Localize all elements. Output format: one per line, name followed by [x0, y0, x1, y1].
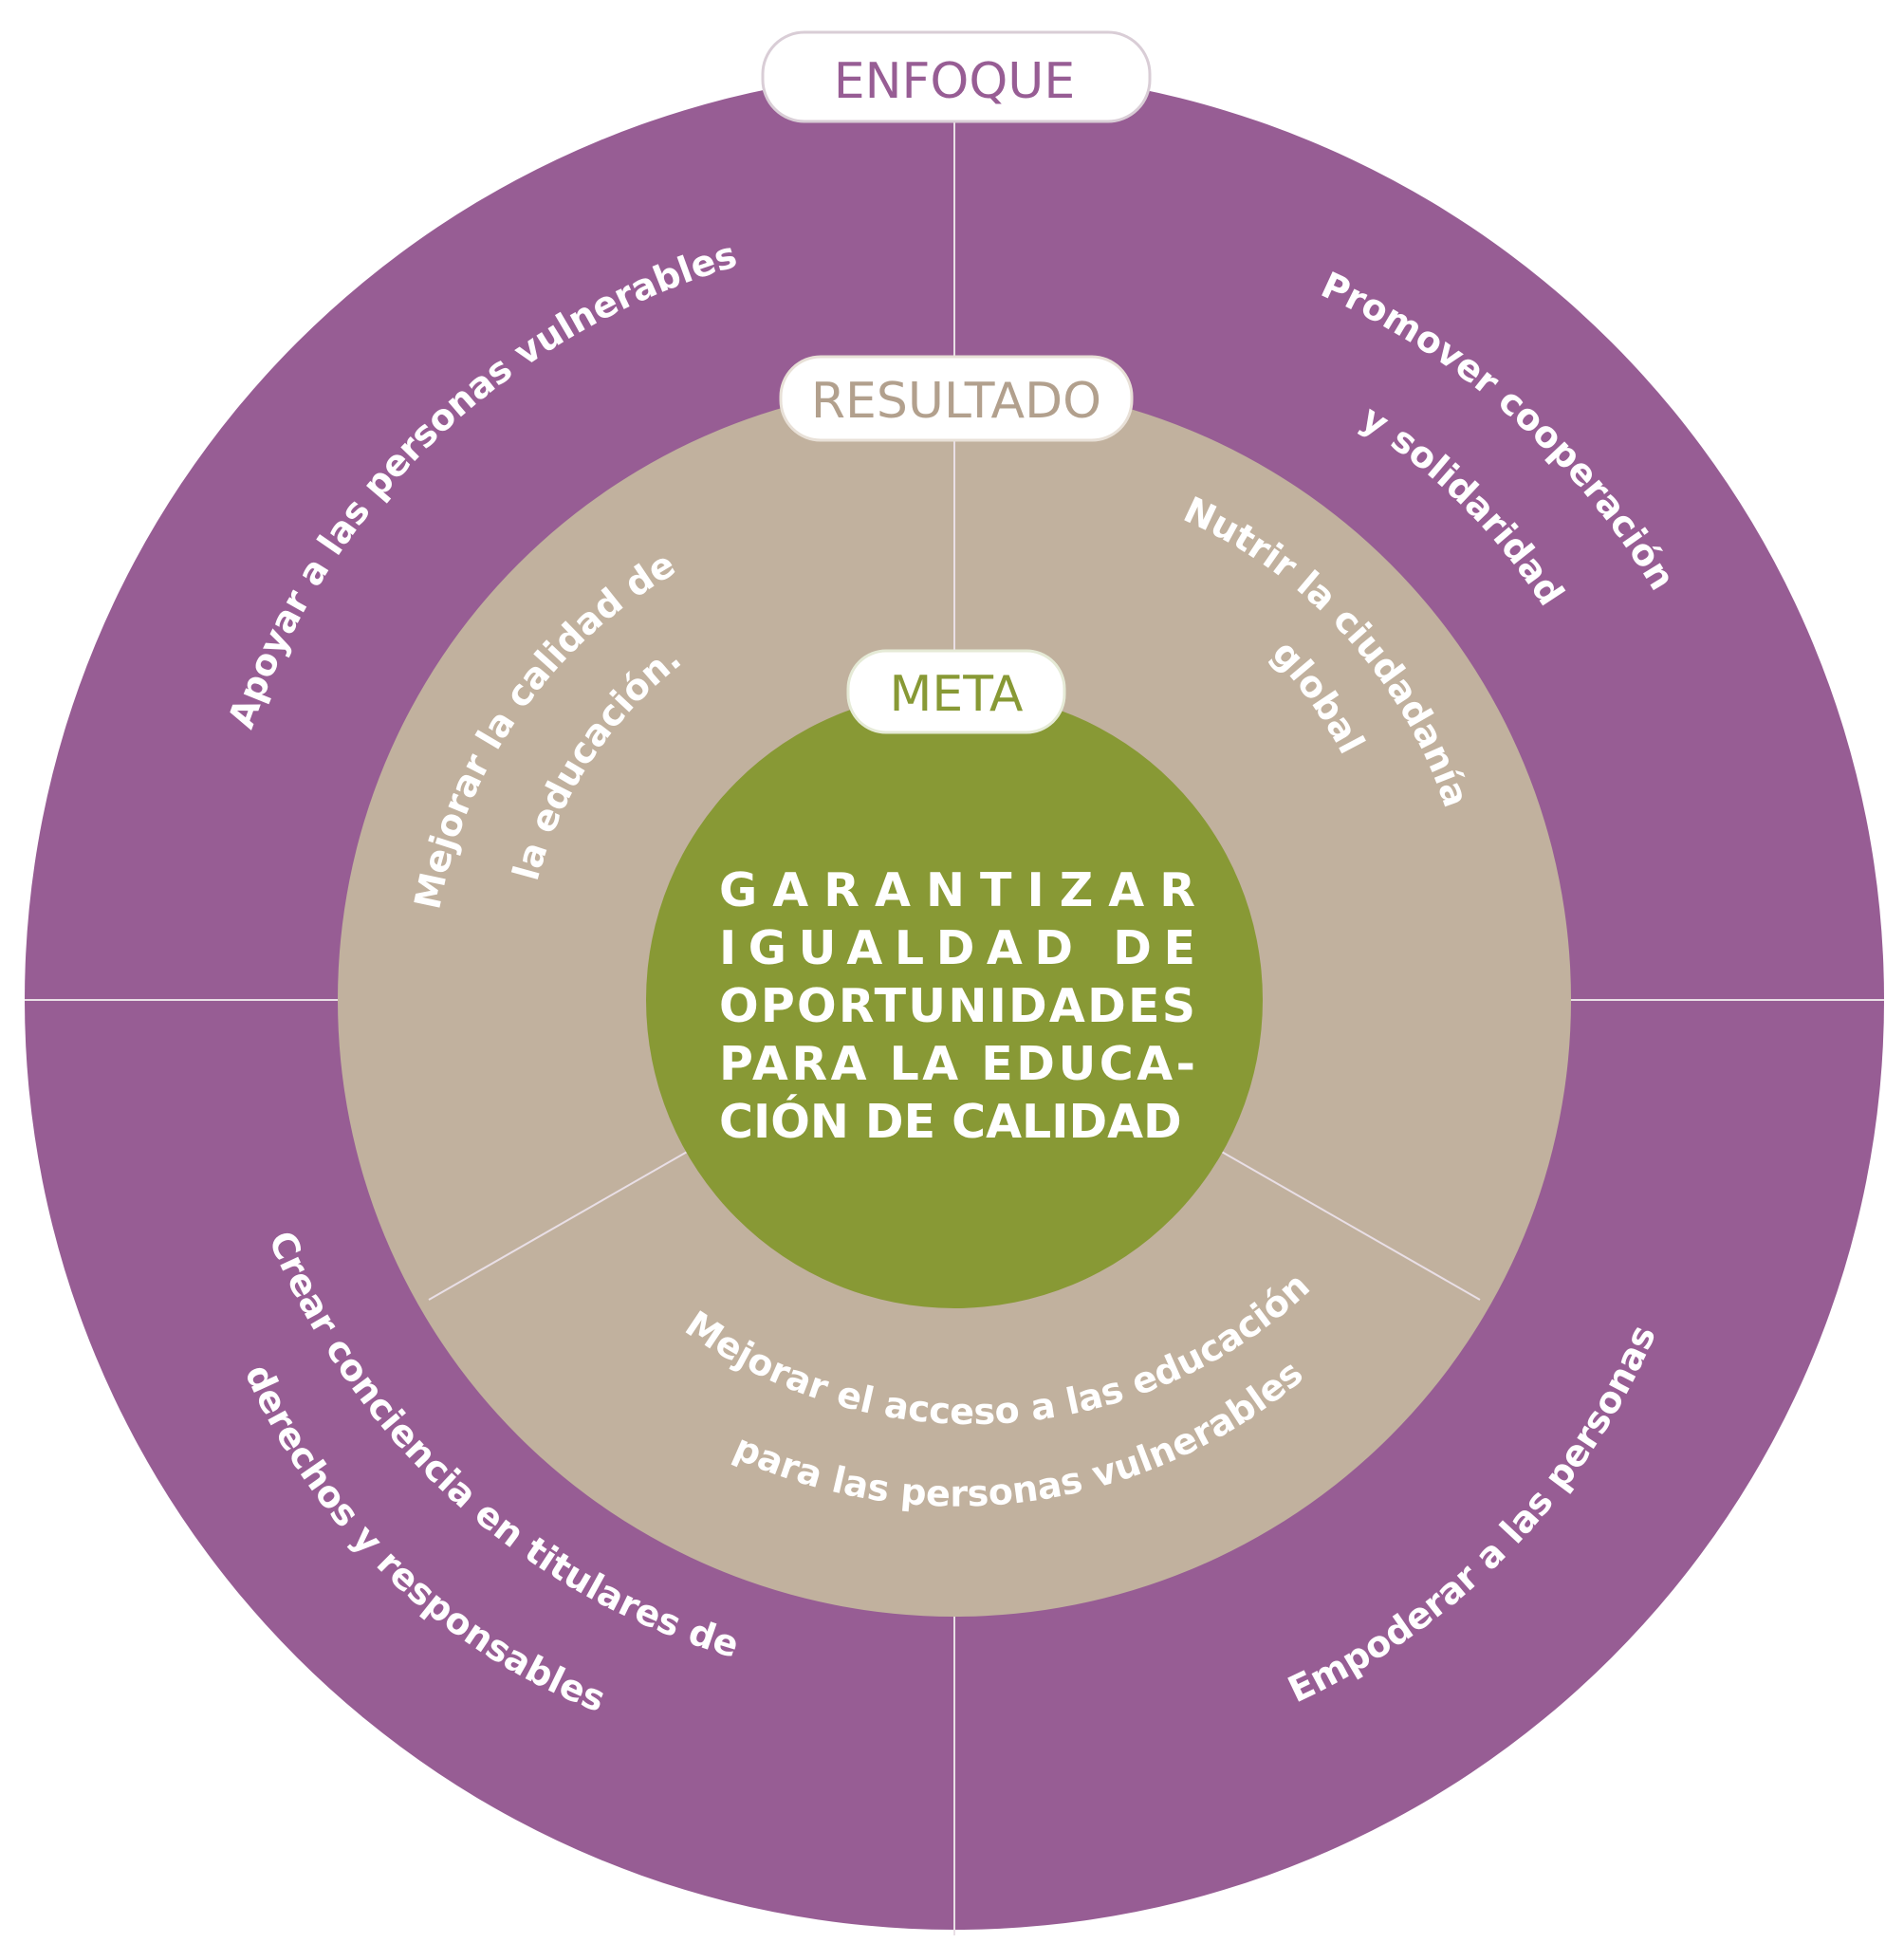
resultado-label: RESULTADO: [811, 373, 1101, 430]
meta-line-4: PARA LA EDUCA-: [719, 1037, 1195, 1091]
center-circle-meta: [646, 692, 1263, 1308]
enfoque-pill: ENFOQUE: [761, 30, 1152, 123]
meta-label: META: [889, 666, 1023, 723]
meta-line-2: IGUALDAD DE: [719, 921, 1195, 975]
meta-line-1: GARANTIZAR: [719, 863, 1195, 917]
meta-pill: META: [846, 649, 1066, 734]
middle-divider-left: [428, 1150, 690, 1301]
resultado-pill: RESULTADO: [779, 355, 1134, 442]
meta-line-3: OPORTUNIDADES: [719, 979, 1195, 1033]
meta-goal-text: GARANTIZAR IGUALDAD DE OPORTUNIDADES PAR…: [719, 863, 1195, 1149]
middle-divider-right: [1219, 1150, 1481, 1301]
meta-line-5: CIÓN DE CALIDAD: [719, 1093, 1182, 1149]
enfoque-label: ENFOQUE: [834, 53, 1075, 110]
